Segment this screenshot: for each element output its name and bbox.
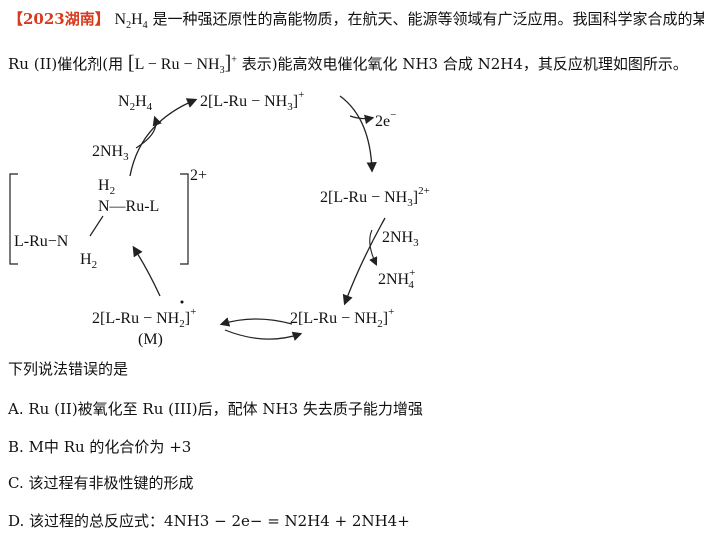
option-a-text: Ru (II)被氧化至 Ru (III)后，配体 NH3 失去质子能力增强 <box>28 400 423 418</box>
source-tag: 【2023湖南】 <box>8 10 110 28</box>
bracket-right <box>180 173 189 265</box>
complex-l-ru-n: L-Ru−N <box>14 233 69 250</box>
question-line-2: Ru (II)催化剂(用 [L − Ru − NH3]+ 表示)能高效电催化氧化… <box>8 52 688 76</box>
equilibrium-forward <box>224 329 303 341</box>
arrow-nh3-in <box>369 229 378 266</box>
option-d[interactable]: D. 该过程的总反应式：4NH3 − 2e− = N2H4 + 2NH4+ <box>8 512 410 530</box>
product-2nh4: 2NH+4 <box>378 267 415 291</box>
electrons-label: 2e− <box>375 109 396 130</box>
complex-charge: 2+ <box>190 167 207 184</box>
option-c-text: 该过程有非极性键的形成 <box>28 474 194 492</box>
arrow-n2h4-release <box>135 115 162 149</box>
species-bottom-right: 2[L-Ru − NH2]+ <box>290 306 394 330</box>
option-a[interactable]: A. Ru (II)被氧化至 Ru (III)后，配体 NH3 失去质子能力增强 <box>8 400 423 418</box>
option-b-text: M中 Ru 的化合价为 +3 <box>28 438 192 456</box>
complex-h2-top: H2 <box>98 177 115 197</box>
radical-dot <box>180 300 184 304</box>
option-c[interactable]: C. 该过程有非极性键的形成 <box>8 474 194 492</box>
reagent-2nh3-top: 2NH3 <box>92 143 129 163</box>
arrow-to-top <box>129 98 198 177</box>
product-n2h4: N2H4 <box>118 93 153 113</box>
species-bottom-left: 2[L-Ru − NH2]+ <box>92 306 196 330</box>
formula-n2h4: N2H4 <box>114 11 148 32</box>
stem-text-2b: 表示)能高效电催化氧化 NH3 合成 N2H4，其反应机理如图所示。 <box>241 55 688 73</box>
option-d-text: 该过程的总反应式：4NH3 − 2e− = N2H4 + 2NH4+ <box>29 512 410 530</box>
reagent-2nh3-right: 2NH3 <box>382 229 419 249</box>
label-m: (M) <box>138 331 163 348</box>
equilibrium-back <box>219 317 293 327</box>
option-b[interactable]: B. M中 Ru 的化合价为 +3 <box>8 438 192 456</box>
stem-text-2a: Ru (II)催化剂(用 <box>8 55 124 73</box>
bracket-left <box>9 173 18 265</box>
complex-n-ru-l: N—Ru-L <box>98 198 159 215</box>
catalyst-formula: [L − Ru − NH3]+ <box>127 52 237 77</box>
species-top: 2[L-Ru − NH3]+ <box>200 89 304 113</box>
arrow-to-left-complex <box>132 245 161 297</box>
species-right: 2[L-Ru − NH3]2+ <box>320 185 430 209</box>
arrow-to-right <box>339 95 377 173</box>
stem-text-1: 是一种强还原性的高能物质，在航天、能源等领域有广泛应用。我国科学家合成的某 <box>152 10 704 28</box>
mechanism-diagram: N2H4 2[L-Ru − NH3]+ 2e− 2NH3 2[L-Ru − NH… <box>9 89 430 348</box>
complex-h2-bottom: H2 <box>80 251 97 271</box>
question-prompt: 下列说法错误的是 <box>8 360 129 378</box>
question-line-1: 【2023湖南】 N2H4 是一种强还原性的高能物质，在航天、能源等领域有广泛应… <box>8 8 704 31</box>
arrow-to-bottom-right <box>342 217 386 306</box>
arrow-electrons <box>349 114 375 125</box>
complex-bond-n-n <box>89 215 104 237</box>
